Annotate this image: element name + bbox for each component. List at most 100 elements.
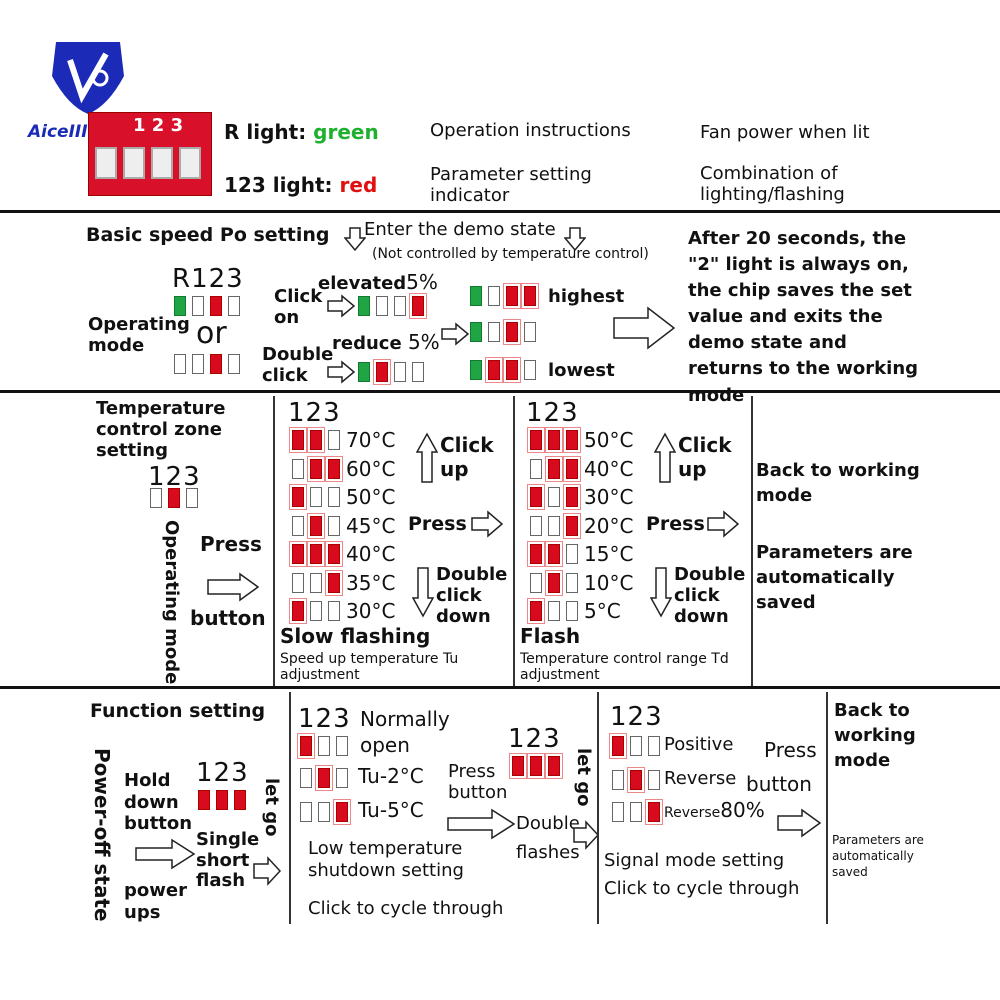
s2-operating-mode: Operating mode xyxy=(161,520,182,685)
section2-title: Temperature control zone setting xyxy=(96,398,226,462)
led-indicator xyxy=(328,544,340,564)
click-cycle: Click to cycle through xyxy=(308,898,504,919)
r-light-label: R light: xyxy=(224,120,307,144)
after-text: After 20 seconds, the "2" light is alway… xyxy=(688,228,919,406)
df-leds xyxy=(512,756,566,776)
sig-title: Signal mode setting xyxy=(604,850,785,871)
temp-label: 50°C xyxy=(584,428,634,452)
col1-click-up: Click up xyxy=(440,433,494,481)
led-indicator xyxy=(310,487,322,507)
led-indicator xyxy=(328,458,340,479)
temp-label: 70°C xyxy=(346,428,396,452)
led-indicator xyxy=(566,601,578,621)
temp-row: 70°C xyxy=(292,428,395,457)
led-indicator xyxy=(310,601,322,621)
led-indicator xyxy=(548,430,560,450)
r-light-color: green xyxy=(313,120,379,144)
logo-text: AiceIIIO xyxy=(28,122,103,142)
s2-leds-label: 123 xyxy=(148,462,201,492)
df-header: 123 xyxy=(508,724,561,754)
normally-open: Normally open xyxy=(360,707,450,757)
s3-back: Back to working mode xyxy=(834,700,916,772)
fan-power: Fan power when lit xyxy=(700,122,870,143)
led-indicator xyxy=(310,430,322,450)
board-leds xyxy=(95,147,201,183)
led-indicator xyxy=(566,430,578,450)
temp-row: 5°C xyxy=(530,599,633,628)
down-arrow-icon xyxy=(412,567,434,618)
divider xyxy=(0,390,1000,393)
tu5: Tu-5°C xyxy=(358,798,424,822)
temp-row: 40°C xyxy=(292,542,395,571)
s1-operating-mode: Operating mode xyxy=(88,314,190,357)
led-indicator xyxy=(548,487,560,507)
s2-leds xyxy=(150,488,204,508)
led-indicator xyxy=(530,515,542,536)
up-arrow-icon xyxy=(416,432,438,483)
temp-label: 15°C xyxy=(584,542,634,566)
not-controlled: (Not controlled by temperature control) xyxy=(372,246,649,262)
right-arrow-icon xyxy=(327,360,356,384)
right-arrow-icon xyxy=(447,808,516,840)
logo-shield-icon xyxy=(52,42,124,114)
col2-header: 123 xyxy=(526,398,579,428)
light123-text: 123 light: red xyxy=(224,173,377,197)
col1-double-click: Double click down xyxy=(436,564,508,628)
temp-row: 45°C xyxy=(292,514,395,543)
s3-leds xyxy=(198,790,252,810)
led-indicator xyxy=(328,487,340,507)
right-arrow-icon xyxy=(441,322,470,346)
double-click: Double click xyxy=(262,344,334,387)
demo-state: Enter the demo state xyxy=(364,219,556,240)
temp-row: 15°C xyxy=(530,542,633,571)
led-indicator xyxy=(548,515,560,536)
section1-title: Basic speed Po setting xyxy=(86,224,330,246)
led-indicator xyxy=(566,458,578,479)
temp-row: 50°C xyxy=(530,428,633,457)
led-indicator xyxy=(566,544,578,564)
temp-label: 10°C xyxy=(584,570,634,595)
col1-mode: Slow flashing xyxy=(280,624,431,648)
led-indicator xyxy=(566,572,578,593)
right-arrow-icon xyxy=(471,510,504,538)
down-arrow-icon xyxy=(650,567,672,618)
highest: highest xyxy=(548,286,625,307)
divider xyxy=(0,686,1000,689)
sig-cycle: Click to cycle through xyxy=(604,878,800,899)
reverse: Reverse xyxy=(664,768,737,789)
brand-logo xyxy=(48,36,128,116)
s2-press: Press xyxy=(200,532,262,556)
sig-leds-2 xyxy=(612,770,666,790)
temp-label: 20°C xyxy=(584,513,634,538)
led-indicator xyxy=(328,430,340,450)
right-arrow-icon xyxy=(777,808,822,838)
led-indicator xyxy=(328,515,340,536)
led-indicator xyxy=(292,544,304,564)
sig-leds-3 xyxy=(612,802,666,822)
let-go-2: let go xyxy=(573,748,594,807)
light123-label: 123 light: xyxy=(224,173,333,197)
temp-row: 30°C xyxy=(530,485,633,514)
right-arrow-icon xyxy=(207,572,260,602)
temp-row: 35°C xyxy=(292,571,395,600)
led-indicator xyxy=(310,572,322,593)
temp-row: 60°C xyxy=(292,457,395,486)
highest-leds xyxy=(470,286,542,306)
s3-leds-label: 123 xyxy=(196,758,249,788)
s1-leds-label: R123 xyxy=(172,264,244,294)
lowest: lowest xyxy=(548,360,615,381)
col1-press: Press xyxy=(408,513,467,535)
column-divider xyxy=(273,396,275,686)
sig-header: 123 xyxy=(610,702,663,732)
s1-leds-operating xyxy=(174,296,246,316)
right-arrow-icon xyxy=(135,838,196,870)
mid-leds xyxy=(470,322,542,342)
section3-title: Function setting xyxy=(90,700,266,722)
lowest-leds xyxy=(470,360,542,380)
sig-leds-1 xyxy=(612,736,666,756)
temp-label: 5°C xyxy=(584,599,621,623)
reverse-80: Reverse80% xyxy=(664,798,765,822)
let-go: let go xyxy=(261,778,282,837)
